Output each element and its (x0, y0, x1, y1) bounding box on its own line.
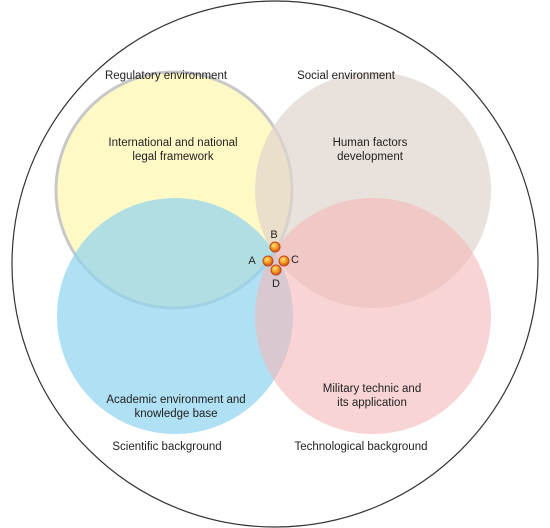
point-a (262, 255, 274, 267)
point-d-label: D (272, 278, 280, 290)
point-c (278, 255, 290, 267)
label-military-line1: Military technic and (323, 383, 421, 395)
point-b (269, 241, 281, 253)
circle-military-technic (255, 198, 491, 434)
point-a-label: A (248, 255, 256, 267)
label-human-line2: development (337, 151, 404, 163)
label-military-line2: its application (337, 397, 407, 409)
label-academic-line1: Academic environment and (106, 394, 245, 406)
label-technological-background: Technological background (295, 441, 428, 453)
label-human-line1: Human factors (333, 137, 408, 149)
label-legal-line2: legal framework (132, 151, 213, 163)
label-social-environment: Social environment (297, 70, 396, 82)
label-regulatory-environment: Regulatory environment (105, 70, 228, 82)
circle-academic-environment (57, 198, 293, 434)
label-legal-line1: International and national (108, 137, 237, 149)
label-academic-line2: knowledge base (134, 408, 217, 420)
point-d (270, 264, 282, 276)
point-b-label: B (270, 229, 277, 241)
label-scientific-background: Scientific background (112, 441, 221, 453)
point-c-label: C (291, 254, 299, 266)
